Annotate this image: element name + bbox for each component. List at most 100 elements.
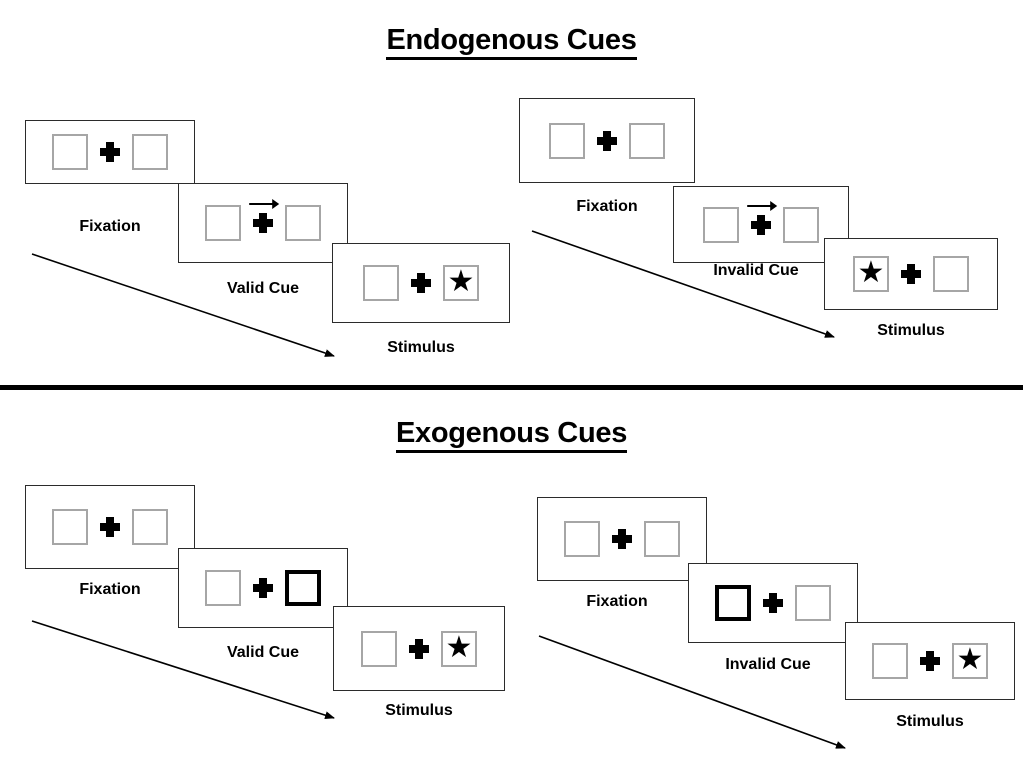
flow-arrow-exogenous-invalid <box>538 635 846 749</box>
frame-exogenous-invalid-stimulus: ★ <box>845 622 1015 700</box>
caption-exogenous-invalid-cue: Invalid Cue <box>725 656 811 673</box>
arrow-shaft <box>747 204 772 207</box>
frame-exogenous-valid-stimulus: ★ <box>333 606 505 691</box>
fixation-center <box>241 578 285 598</box>
frame-endogenous-invalid-stimulus: ★ <box>824 238 998 310</box>
frame-content <box>26 121 194 183</box>
frame-endogenous-valid-stimulus: ★ <box>332 243 510 323</box>
stimulus-box-right <box>783 206 819 243</box>
fixation-cross-icon <box>253 578 273 598</box>
stimulus-box-right: ★ <box>952 643 988 679</box>
stimulus-box-left <box>205 570 241 606</box>
fixation-center <box>241 199 285 233</box>
frame-endogenous-invalid-fixation <box>519 98 695 183</box>
fixation-cross-icon <box>100 517 120 537</box>
fixation-cross-icon <box>409 638 429 659</box>
fixation-center <box>397 638 441 659</box>
stimulus-box-left <box>361 630 397 667</box>
fixation-cross-icon <box>612 529 632 549</box>
frame-exogenous-valid-fixation <box>25 485 195 569</box>
stimulus-box-right <box>132 134 168 170</box>
arrow-head <box>770 200 778 211</box>
section-divider <box>0 385 1023 390</box>
frame-exogenous-valid-cue <box>178 548 348 628</box>
fixation-cross-icon <box>100 142 120 162</box>
star-icon: ★ <box>445 630 473 664</box>
frame-endogenous-valid-fixation <box>25 120 195 184</box>
frame-content <box>520 99 694 182</box>
caption-exogenous-invalid-stimulus: Stimulus <box>896 713 964 730</box>
stimulus-box-right <box>629 122 665 159</box>
frame-content: ★ <box>333 244 509 322</box>
fixation-center <box>600 529 644 549</box>
arrow-head <box>272 199 280 209</box>
stimulus-box-left <box>564 521 600 557</box>
fixation-cross-icon <box>751 214 771 235</box>
frame-content <box>179 184 347 262</box>
frame-exogenous-invalid-fixation <box>537 497 707 581</box>
arrow-right-cue-icon <box>747 200 778 211</box>
caption-endogenous-valid-stimulus: Stimulus <box>387 339 455 356</box>
fixation-cross-icon <box>901 264 921 284</box>
stimulus-box-left <box>703 206 739 243</box>
frame-content <box>674 187 848 262</box>
stimulus-box-left: ★ <box>853 256 889 292</box>
fixation-center <box>908 651 952 671</box>
stimulus-box-left <box>205 205 241 241</box>
stimulus-box-right <box>795 585 831 621</box>
flow-arrow-endogenous-valid <box>31 253 335 357</box>
star-icon: ★ <box>857 256 885 289</box>
fixation-center <box>751 593 795 613</box>
fixation-center <box>88 142 132 162</box>
frame-endogenous-valid-cue <box>178 183 348 263</box>
caption-exogenous-invalid-fixation: Fixation <box>586 593 648 610</box>
caption-endogenous-invalid-cue: Invalid Cue <box>713 262 799 279</box>
fixation-center <box>889 264 933 284</box>
arrow-shaft <box>249 203 274 205</box>
fixation-center <box>399 273 443 293</box>
stimulus-box-right <box>132 509 168 545</box>
stimulus-box-right <box>933 256 969 292</box>
stimulus-box-right-cued <box>285 570 321 606</box>
fixation-cross-icon <box>920 651 940 671</box>
star-icon: ★ <box>447 265 475 298</box>
stimulus-box-left <box>549 122 585 159</box>
caption-endogenous-invalid-fixation: Fixation <box>576 198 638 215</box>
stimulus-box-right: ★ <box>443 265 479 301</box>
fixation-center <box>88 517 132 537</box>
stimulus-box-right <box>285 205 321 241</box>
stimulus-box-left <box>872 643 908 679</box>
caption-exogenous-valid-cue: Valid Cue <box>226 644 300 661</box>
frame-content <box>689 564 857 642</box>
fixation-cross-icon <box>597 130 617 151</box>
caption-exogenous-valid-fixation: Fixation <box>79 581 141 598</box>
frame-content: ★ <box>825 239 997 309</box>
section-title-exogenous-text: Exogenous Cues <box>395 417 627 453</box>
fixation-cross-icon <box>763 593 783 613</box>
stimulus-box-left <box>52 134 88 170</box>
frame-content: ★ <box>846 623 1014 699</box>
stimulus-box-right <box>644 521 680 557</box>
star-icon: ★ <box>956 643 984 676</box>
section-title-exogenous: Exogenous Cues <box>0 417 1023 453</box>
section-title-endogenous: Endogenous Cues <box>0 24 1023 60</box>
stimulus-box-right: ★ <box>441 630 477 667</box>
stimulus-box-left <box>363 265 399 301</box>
frame-content: ★ <box>334 607 504 690</box>
caption-endogenous-valid-cue: Valid Cue <box>226 280 300 297</box>
frame-content <box>538 498 706 580</box>
arrow-right-cue-icon <box>249 199 280 209</box>
stimulus-box-left-cued <box>715 585 751 621</box>
frame-exogenous-invalid-cue <box>688 563 858 643</box>
frame-content <box>179 549 347 627</box>
fixation-cross-icon <box>411 273 431 293</box>
stimulus-box-left <box>52 509 88 545</box>
caption-endogenous-valid-fixation: Fixation <box>79 218 141 235</box>
fixation-cross-icon <box>253 213 273 233</box>
frame-content <box>26 486 194 568</box>
fixation-center <box>739 200 783 235</box>
fixation-center <box>585 130 629 151</box>
caption-exogenous-valid-stimulus: Stimulus <box>385 702 453 719</box>
flow-arrow-exogenous-valid <box>31 620 335 720</box>
caption-endogenous-invalid-stimulus: Stimulus <box>877 322 945 339</box>
